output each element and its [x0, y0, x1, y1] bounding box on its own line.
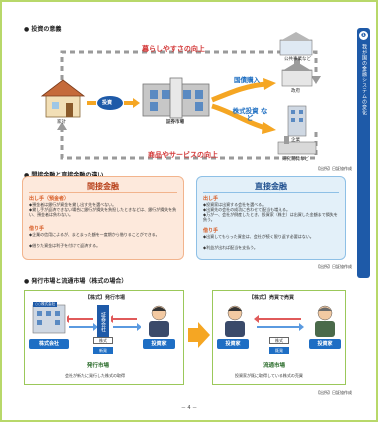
flow-arrows-left	[67, 315, 97, 331]
label-government: 政府	[291, 89, 300, 94]
indirect-lender-bullet-1: ◆預金者は銀行が資金を貸し出す先を選べない。	[29, 202, 117, 207]
company-tag: 株式会社	[29, 339, 69, 349]
securities-company-tag: 証券会社	[97, 305, 109, 339]
section-investment-title: ● 投資の意義	[24, 26, 62, 33]
section3-source: 【出所】日証協作成	[316, 390, 352, 395]
label-products-services: 商品やサービスの向上	[148, 151, 218, 159]
secondary-market-name: 流通市場	[263, 363, 286, 369]
direct-lender-bullet-2: ◆出資先の会社の成功に合わせて配当も増える。	[203, 207, 290, 212]
label-stock-investment: 株式投資 など	[232, 107, 268, 122]
label-company: 企業	[291, 138, 300, 143]
indirect-lender-bullet-2: ◆貸し手が返済できない場合に銀行が損失を負担したときなどは、銀行が損失を負い、預…	[29, 207, 177, 217]
chapter-side-tab: ❶ 我が国の金融システムの変化	[357, 28, 370, 278]
label-public-works: 公共事業など	[284, 57, 311, 62]
securities-market-icon	[142, 77, 210, 119]
investment-diagram	[40, 32, 321, 160]
research-facility-icon	[277, 136, 317, 155]
loop-top-arrowhead	[311, 76, 321, 84]
household-house-icon	[40, 79, 86, 118]
company-sign: ○○株式会社	[33, 302, 58, 307]
section-markets-title: ● 発行市場と流通市場（株式の場合）	[24, 278, 128, 285]
indirect-finance-box: 間接金融 出し手（預金者） ◆預金者は銀行が資金を貸し出す先を選べない。 ◆貸し…	[22, 176, 184, 260]
new-issue-tag: 新発	[93, 347, 113, 354]
label-bond-purchase: 国債購入	[234, 76, 260, 84]
section-finance-title: ● 間接金融と直接金融の違い	[24, 170, 103, 179]
flow-arrows-right	[111, 315, 141, 331]
direct-lender-bullet-3: ◆万が一、会社が倒産したとき、投資家（株主）は出資した金額まで損失を負う。	[203, 212, 338, 222]
secondary-panel-head: 【株式】売買で売買	[249, 295, 295, 301]
arrow-stock	[211, 103, 267, 131]
investor-left-icon	[225, 305, 245, 337]
section1-source: 【出所】日証協作成	[316, 166, 352, 171]
indirect-lender-label: 出し手（預金者）	[29, 196, 70, 202]
divider	[29, 192, 177, 193]
label-household: 家計	[57, 120, 66, 125]
label-invest: 投資	[102, 100, 113, 106]
company-icon	[32, 304, 66, 334]
indirect-borrower-bullet-1: ◆企業の信用によるが、まとまった額を一度期から借りることができる。	[29, 232, 160, 237]
label-quality-of-life: 暮らしやすさの向上	[142, 45, 205, 53]
label-research: 研究開発など	[282, 157, 309, 162]
investor-right-tag: 投資家	[309, 339, 341, 349]
investor-person-icon	[149, 305, 169, 337]
invest-oval	[97, 96, 123, 110]
direct-finance-title: 直接金融	[255, 182, 287, 191]
indirect-finance-title: 間接金融	[87, 182, 119, 191]
indirect-borrower-bullet-2: ◆借りた資金は利子を付けて返済する。	[29, 243, 101, 248]
government-building-icon	[281, 58, 313, 87]
section2-source: 【出所】日証協作成	[316, 264, 352, 269]
market-transition-arrow	[188, 322, 210, 348]
company-building-icon	[287, 105, 307, 137]
investor-right-icon	[315, 305, 335, 337]
primary-panel-head: 【株式】発行市場	[85, 295, 126, 301]
public-works-icon	[279, 32, 313, 56]
arrow-bond	[211, 81, 267, 103]
investor-tag: 投資家	[143, 339, 175, 349]
primary-market-desc: 会社が新たに発行した株式の取得	[65, 373, 125, 378]
stock-tag: 株式	[269, 337, 289, 344]
page-number: － 4 －	[180, 405, 198, 411]
secondary-market-desc: 投資家が既に取得している株式の売買	[235, 373, 303, 378]
indirect-borrower-label: 借り手	[29, 226, 45, 232]
primary-market-panel: 【株式】発行市場 ○○株式会社 証券会社 株式会社 投資家 株式 新発 発行市場…	[24, 290, 184, 385]
loop-top-path	[60, 50, 318, 98]
loop-bottom-arrowhead	[57, 122, 67, 130]
direct-borrower-bullet-2: ◆利益が出れば配当を支払う。	[203, 245, 258, 250]
secondary-market-panel: 【株式】売買で売買 投資家 投資家 株式 既発 流通市場 投資家が既に取得してい…	[212, 290, 346, 385]
primary-market-name: 発行市場	[87, 363, 110, 369]
divider	[203, 192, 339, 193]
direct-borrower-label: 借り手	[203, 228, 219, 234]
stock-tag: 株式	[93, 337, 113, 344]
investor-left-tag: 投資家	[217, 339, 249, 349]
trade-arrows	[254, 315, 304, 331]
direct-lender-bullet-1: ◆投資家は出資する会社を選べる。	[203, 202, 267, 207]
direct-finance-box: 直接金融 出し手 ◆投資家は出資する会社を選べる。 ◆出資先の会社の成功に合わせ…	[196, 176, 346, 260]
chapter-title: 我が国の金融システムの変化	[361, 44, 367, 116]
direct-borrower-bullet-1: ◆出資してもらった資金は、会社が続く限り返す必要はない。	[203, 234, 314, 239]
direct-lender-label: 出し手	[203, 196, 219, 202]
label-securities-market: 証券市場	[166, 120, 184, 125]
chapter-number: ❶	[359, 31, 368, 40]
existing-issue-tag: 既発	[269, 347, 289, 354]
